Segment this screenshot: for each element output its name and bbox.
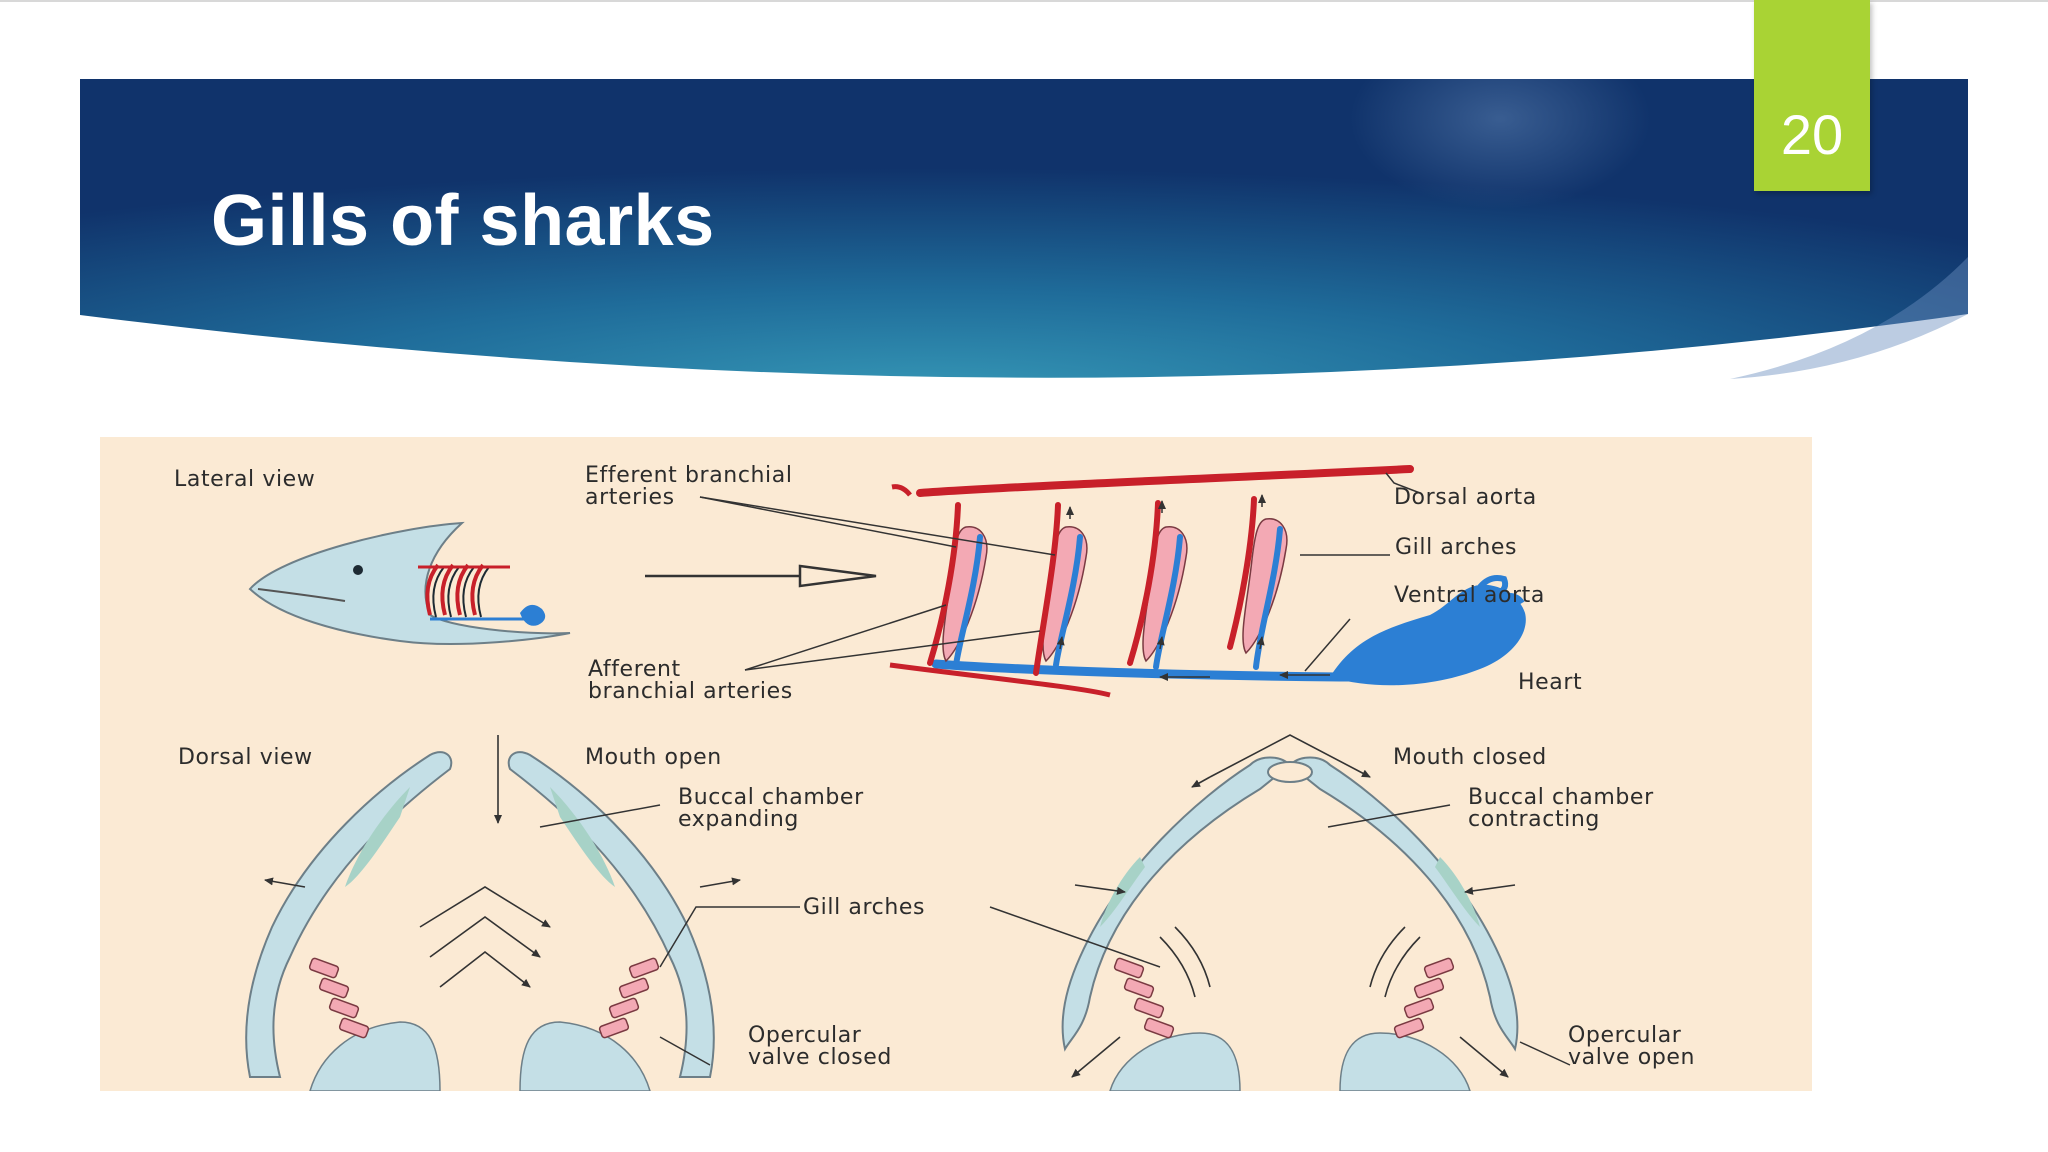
label-efferent-line2: arteries (585, 485, 675, 510)
lateral-to-detail-arrow (645, 564, 877, 588)
label-opercular-closed-line2: valve closed (748, 1045, 892, 1070)
label-ventral-aorta: Ventral aorta (1394, 583, 1545, 608)
label-dorsal-view: Dorsal view (178, 745, 313, 770)
top-rule (0, 0, 2048, 2)
leader-lines-top (699, 472, 1421, 672)
label-lateral-view: Lateral view (174, 467, 316, 492)
label-afferent-line2: branchial arteries (588, 679, 793, 704)
slide-title: Gills of sharks (211, 181, 715, 261)
banner-glow (1350, 79, 1650, 209)
label-buccal-contracting-line2: contracting (1468, 807, 1600, 832)
label-dorsal-aorta: Dorsal aorta (1394, 485, 1537, 510)
shark-lateral-illustration (248, 521, 571, 645)
label-afferent-line1: Afferent (588, 657, 681, 682)
page-number: 20 (1780, 103, 1844, 166)
label-opercular-closed-line1: Opercular (748, 1023, 862, 1048)
label-mouth-closed: Mouth closed (1393, 745, 1547, 770)
gill-circulation-detail (889, 465, 1526, 698)
label-gill-arches-bottom: Gill arches (803, 895, 926, 920)
dorsal-view-mouth-closed (989, 734, 1571, 1091)
label-opercular-open-line1: Opercular (1568, 1023, 1682, 1048)
label-gill-arches-top: Gill arches (1395, 535, 1518, 560)
label-opercular-open-line2: valve open (1568, 1045, 1696, 1070)
label-efferent-line1: Efferent branchial (585, 463, 793, 488)
banner-swoosh (1730, 257, 1968, 379)
gill-diagram: Lateral view Efferent branchial arteries… (100, 437, 1812, 1091)
label-buccal-contracting-line1: Buccal chamber (1468, 785, 1654, 810)
title-banner (80, 79, 1968, 379)
label-heart: Heart (1518, 670, 1583, 695)
dorsal-view-mouth-open (245, 735, 800, 1091)
label-mouth-open: Mouth open (585, 745, 722, 770)
gill-diagram-drawing (245, 465, 1571, 1091)
label-buccal-expanding-line1: Buccal chamber (678, 785, 864, 810)
page-number-badge: 20 (1754, 0, 1870, 191)
label-buccal-expanding-line2: expanding (678, 807, 799, 832)
